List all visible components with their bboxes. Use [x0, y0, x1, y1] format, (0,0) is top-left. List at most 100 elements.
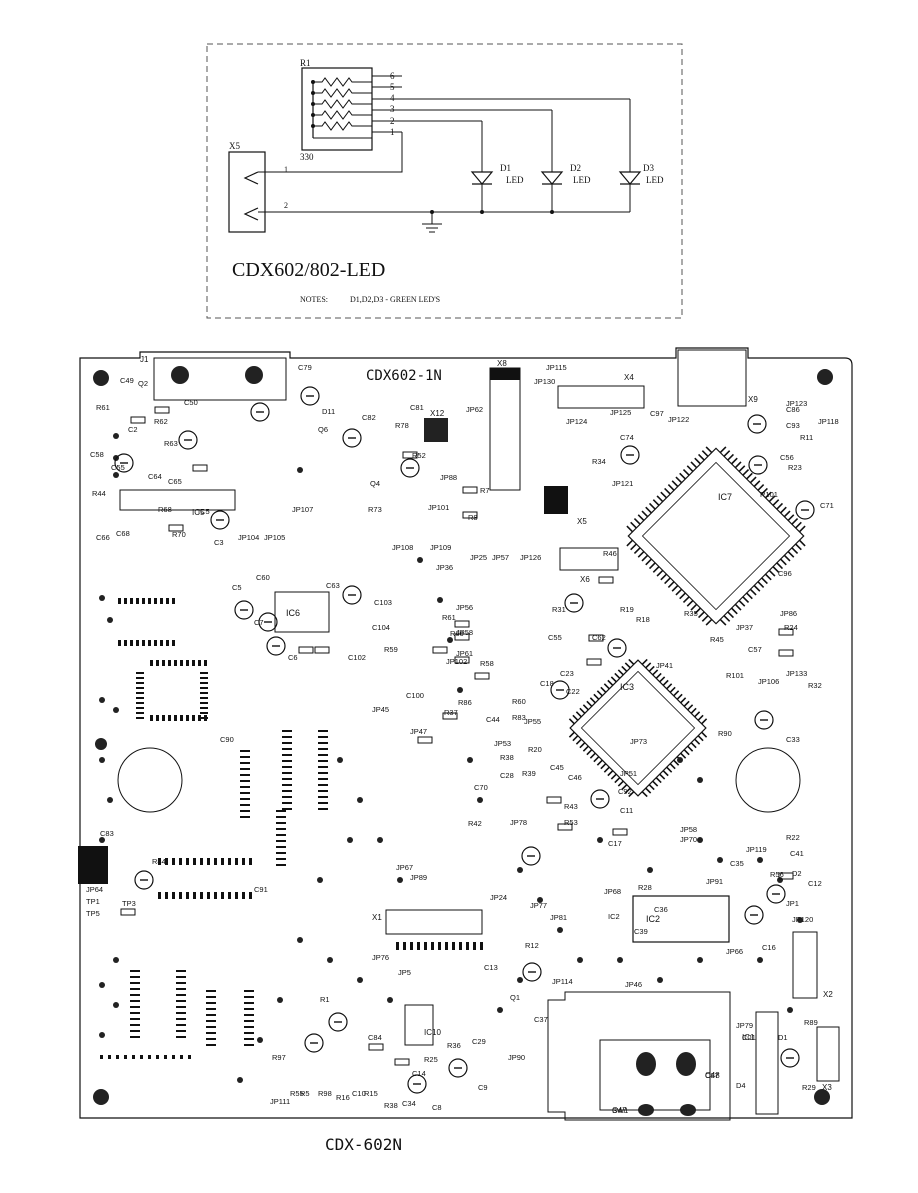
ic-pin: [652, 566, 660, 573]
pad: [176, 1018, 186, 1020]
ic-pin: [690, 742, 697, 749]
pad: [459, 942, 462, 950]
pad: [130, 1006, 140, 1008]
ic-pin: [600, 763, 607, 770]
ic-pin: [723, 615, 731, 622]
pad: [172, 598, 175, 604]
component-ref-label: R1: [320, 995, 330, 1004]
component-ref-label: C86: [786, 405, 800, 414]
component-ref-label: C92: [618, 787, 632, 796]
ic-pin: [753, 584, 761, 592]
resistor: [168, 524, 184, 532]
pad: [142, 598, 145, 604]
pad: [200, 702, 208, 704]
ic-pin: [614, 672, 621, 679]
ic-pin: [614, 777, 621, 784]
mounting-holes: [93, 366, 833, 1105]
component-ref-label: JP64: [86, 885, 103, 894]
component-ref-label: JP67: [396, 863, 413, 872]
pad: [158, 858, 161, 865]
ic-pin: [768, 495, 776, 503]
ic-pin: [655, 777, 662, 784]
capacitor: [448, 1058, 468, 1078]
ic-pin: [645, 506, 652, 514]
ic-pin: [701, 718, 708, 725]
pad: [318, 772, 328, 774]
resistor: [462, 486, 478, 494]
pad: [244, 1032, 254, 1034]
component-ref-label: C50: [184, 398, 198, 407]
x2: [792, 931, 818, 999]
component-ref-label: R101: [760, 490, 778, 499]
pad: [244, 1014, 254, 1016]
ic-pin: [680, 697, 687, 704]
ic-pin: [701, 615, 709, 622]
component-ref-label: D1: [778, 1033, 788, 1042]
pad: [214, 892, 217, 899]
pad: [118, 640, 121, 646]
ic-pin: [734, 461, 742, 469]
component-ref-label: JP37: [736, 623, 753, 632]
ic-pin: [648, 562, 656, 570]
pad: [282, 760, 292, 762]
ic-pin: [600, 686, 607, 693]
pad: [240, 780, 250, 782]
component-ref-label: JP124: [566, 417, 587, 426]
ic-pin: [667, 581, 675, 588]
pad: [249, 892, 252, 899]
pad: [136, 677, 144, 679]
r1-pin-4: 4: [390, 93, 395, 103]
component-ref-label: C14: [412, 1069, 426, 1078]
pad: [240, 762, 250, 764]
pad: [136, 697, 144, 699]
component-ref-label: JP41: [656, 661, 673, 670]
ic-pin: [617, 780, 624, 787]
pad: [124, 640, 127, 646]
via: [617, 957, 623, 963]
pad: [244, 996, 254, 998]
ic-pin: [669, 686, 676, 693]
ic7: [627, 447, 805, 625]
ic7-pins: [626, 446, 806, 626]
ic-pin: [705, 446, 713, 454]
ic-pin: [633, 517, 641, 525]
component-ref-label: C71: [820, 501, 834, 510]
pad: [318, 802, 328, 804]
pad: [108, 1055, 111, 1059]
ic-pin: [575, 711, 582, 718]
ic-pin: [637, 514, 645, 522]
resistor: [778, 628, 794, 636]
component-ref-label: R61: [96, 403, 110, 412]
ic-pin: [628, 791, 635, 798]
pad: [118, 598, 121, 604]
component-ref-label: JP77: [530, 901, 547, 910]
r1-pin-1: 1: [390, 127, 395, 137]
capacitor: [550, 680, 570, 700]
capacitor: [300, 386, 320, 406]
x8-label: X8: [497, 359, 507, 368]
pad: [417, 942, 420, 950]
pad: [154, 598, 157, 604]
x5-board-label: X5: [577, 517, 587, 526]
pad: [242, 858, 245, 865]
via: [387, 997, 393, 1003]
component-ref-label: C17: [608, 839, 622, 848]
component-ref-label: C90: [220, 735, 234, 744]
component-ref-label: JP25: [470, 553, 487, 562]
svg-text:LED: LED: [506, 175, 524, 185]
ic-pin: [664, 577, 671, 585]
component-ref-label: JP53: [494, 739, 511, 748]
ic-pin: [690, 707, 697, 714]
via: [597, 837, 603, 843]
ic-pin: [757, 484, 765, 491]
ic-pin: [694, 738, 701, 745]
sw1-label: C48: [705, 1071, 720, 1080]
capacitor: [795, 500, 815, 520]
component-ref-label: JP76: [372, 953, 389, 962]
ic-pin: [727, 453, 735, 461]
pad: [240, 756, 250, 758]
component-ref-label: D11: [322, 407, 335, 416]
pad: [282, 736, 292, 738]
component-ref-label: JP45: [372, 705, 389, 714]
pad: [276, 864, 286, 866]
